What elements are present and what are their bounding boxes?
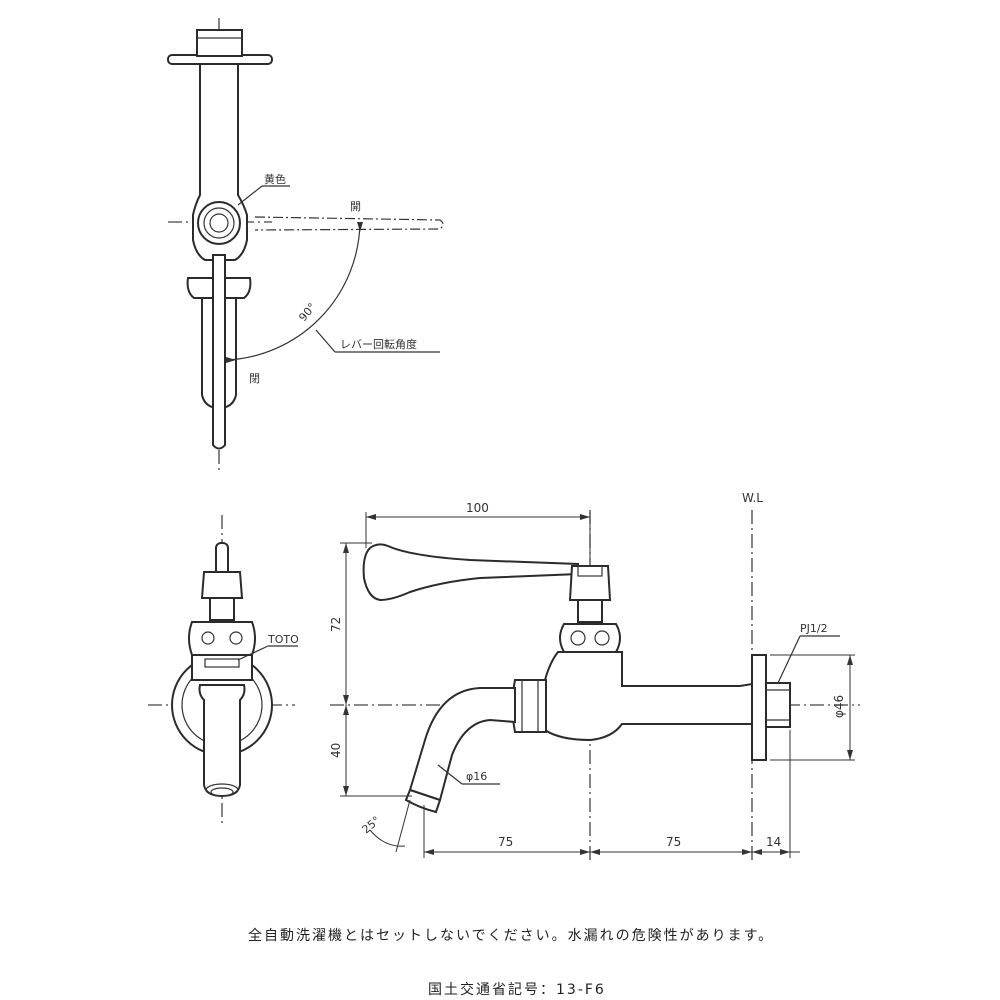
dim-72: 72 <box>329 617 343 632</box>
warning-note: 全自動洗濯機とはセットしないでください。水漏れの危険性があります。 <box>248 927 774 944</box>
side-valve-housing <box>559 623 621 653</box>
lever-angle-label: レバー回転角度 <box>340 337 417 351</box>
side-cap <box>568 565 612 601</box>
angle-label: 90° <box>296 301 318 324</box>
dim-100: 100 <box>466 501 489 515</box>
open-label-bottom: 閉 <box>249 372 260 385</box>
code-note: 国土交通省記号：13-F6 <box>428 981 606 998</box>
side-wall-flange <box>751 654 767 761</box>
lever-open-position <box>254 216 444 231</box>
side-view: W.L PJ1/2 φ16 <box>329 491 860 860</box>
dim-40: 40 <box>329 743 343 758</box>
lever-closed-position <box>212 254 226 450</box>
side-body <box>544 651 753 742</box>
phi16-label: φ16 <box>466 770 487 783</box>
front-valve-housing <box>188 621 256 656</box>
top-view: 黄色 開 閉 90° レバー回転角度 <box>167 18 444 470</box>
side-spout <box>408 687 516 802</box>
brand-label: TOTO <box>267 633 299 646</box>
dim-14: 14 <box>766 835 781 849</box>
wl-label: W.L <box>742 491 763 505</box>
ang25-label: 25° <box>360 814 383 836</box>
front-spout <box>198 684 246 798</box>
dim-75-left: 75 <box>498 835 513 849</box>
dim-phi46: φ46 <box>832 695 846 718</box>
front-view: TOTO <box>148 515 299 825</box>
top-thread-nut <box>196 29 243 57</box>
side-spout-tip <box>404 788 442 814</box>
front-cap <box>200 571 244 599</box>
dim-75-right: 75 <box>666 835 681 849</box>
side-coupling-nut <box>511 679 547 733</box>
open-label-top: 開 <box>350 200 361 213</box>
yellow-label: 黄色 <box>264 172 286 186</box>
side-lever-handle <box>362 543 579 602</box>
side-neck <box>577 599 603 623</box>
front-neck <box>209 597 235 621</box>
pj-label: PJ1/2 <box>800 622 828 635</box>
rotation-arc <box>225 221 361 361</box>
